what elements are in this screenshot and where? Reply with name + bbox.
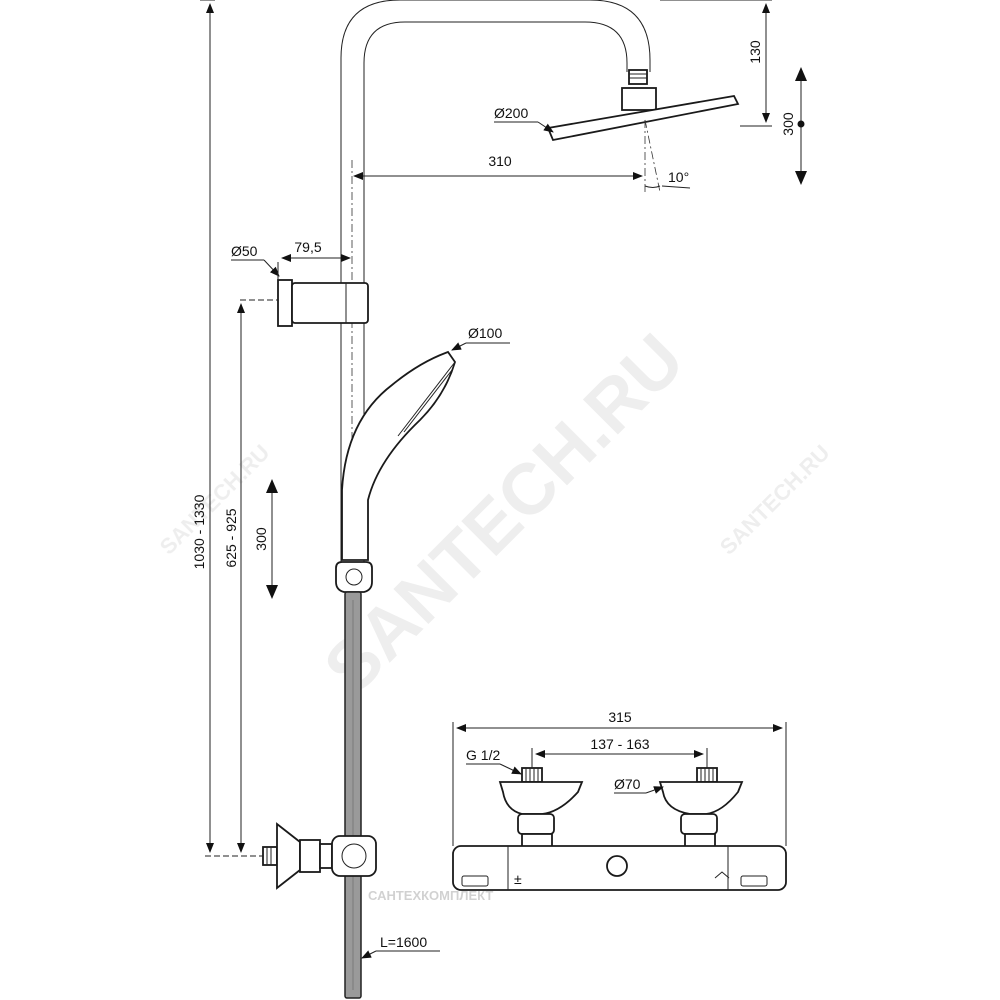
wall-connection-bottom (205, 822, 377, 890)
dim-escutcheon-diameter-label: Ø70 (614, 776, 641, 792)
dim-top-height: 130 (660, 0, 772, 127)
wall-bracket-upper (240, 279, 369, 327)
dim-total-height: 1030 - 1330 (191, 0, 215, 853)
dim-escutcheon-diameter: Ø70 (614, 776, 664, 794)
dim-tilt-angle-label: 10° (668, 169, 689, 185)
dim-tilt-angle: 10° (644, 169, 691, 189)
overhead-shower-head (546, 94, 740, 193)
dim-hand-diameter-label: Ø100 (468, 325, 502, 341)
dim-head-range-label: 300 (780, 112, 796, 136)
shower-arm-connector (621, 69, 657, 111)
dim-head-diameter: Ø200 (494, 105, 554, 133)
dim-bracket-offset-label: 79,5 (294, 239, 321, 255)
dim-mixer-width: 315 (452, 709, 787, 846)
shower-hose (344, 591, 362, 999)
dim-inlet-spacing-label: 137 - 163 (590, 736, 649, 752)
thermostatic-mixer: ± (452, 767, 787, 891)
watermark-group: SANTECH.RU SANTECH.RU SANTECH.RU (155, 319, 835, 709)
dim-total-height-label: 1030 - 1330 (191, 494, 207, 569)
dim-slide-range-label: 300 (253, 527, 269, 551)
dim-arm-length: 310 (353, 153, 643, 180)
dim-hose-length: L=1600 (361, 934, 440, 959)
dim-inlet-spacing: 137 - 163 (531, 736, 708, 768)
dim-slide-range: 300 (253, 479, 278, 599)
watermark-footer: САНТЕХКОМПЛЕКТ (368, 888, 493, 903)
dim-bracket-diameter: Ø50 (231, 243, 280, 277)
dim-bracket-offset: 79,5 (277, 239, 351, 280)
dim-top-height-label: 130 (747, 40, 763, 64)
dim-mixer-width-label: 315 (608, 709, 632, 725)
hand-shower-holder (335, 561, 373, 593)
dim-arm-length-label: 310 (488, 153, 512, 169)
dim-bracket-height-label: 625 - 925 (223, 508, 239, 567)
dim-head-range: 300 (780, 67, 807, 185)
dim-inlet-thread: G 1/2 (466, 747, 522, 775)
dim-inlet-thread-label: G 1/2 (466, 747, 500, 763)
footer-watermark: САНТЕХКОМПЛЕКТ (368, 888, 493, 903)
shower-riser (340, 0, 651, 565)
mixer-plus-minus-mark: ± (514, 871, 522, 887)
dim-hand-diameter: Ø100 (451, 325, 510, 351)
hand-shower (341, 350, 456, 561)
dim-head-diameter-label: Ø200 (494, 105, 528, 121)
dim-hose-length-label: L=1600 (380, 934, 427, 950)
dim-bracket-height: 625 - 925 (223, 303, 245, 853)
dim-bracket-diameter-label: Ø50 (231, 243, 258, 259)
watermark-right: SANTECH.RU (715, 440, 835, 560)
